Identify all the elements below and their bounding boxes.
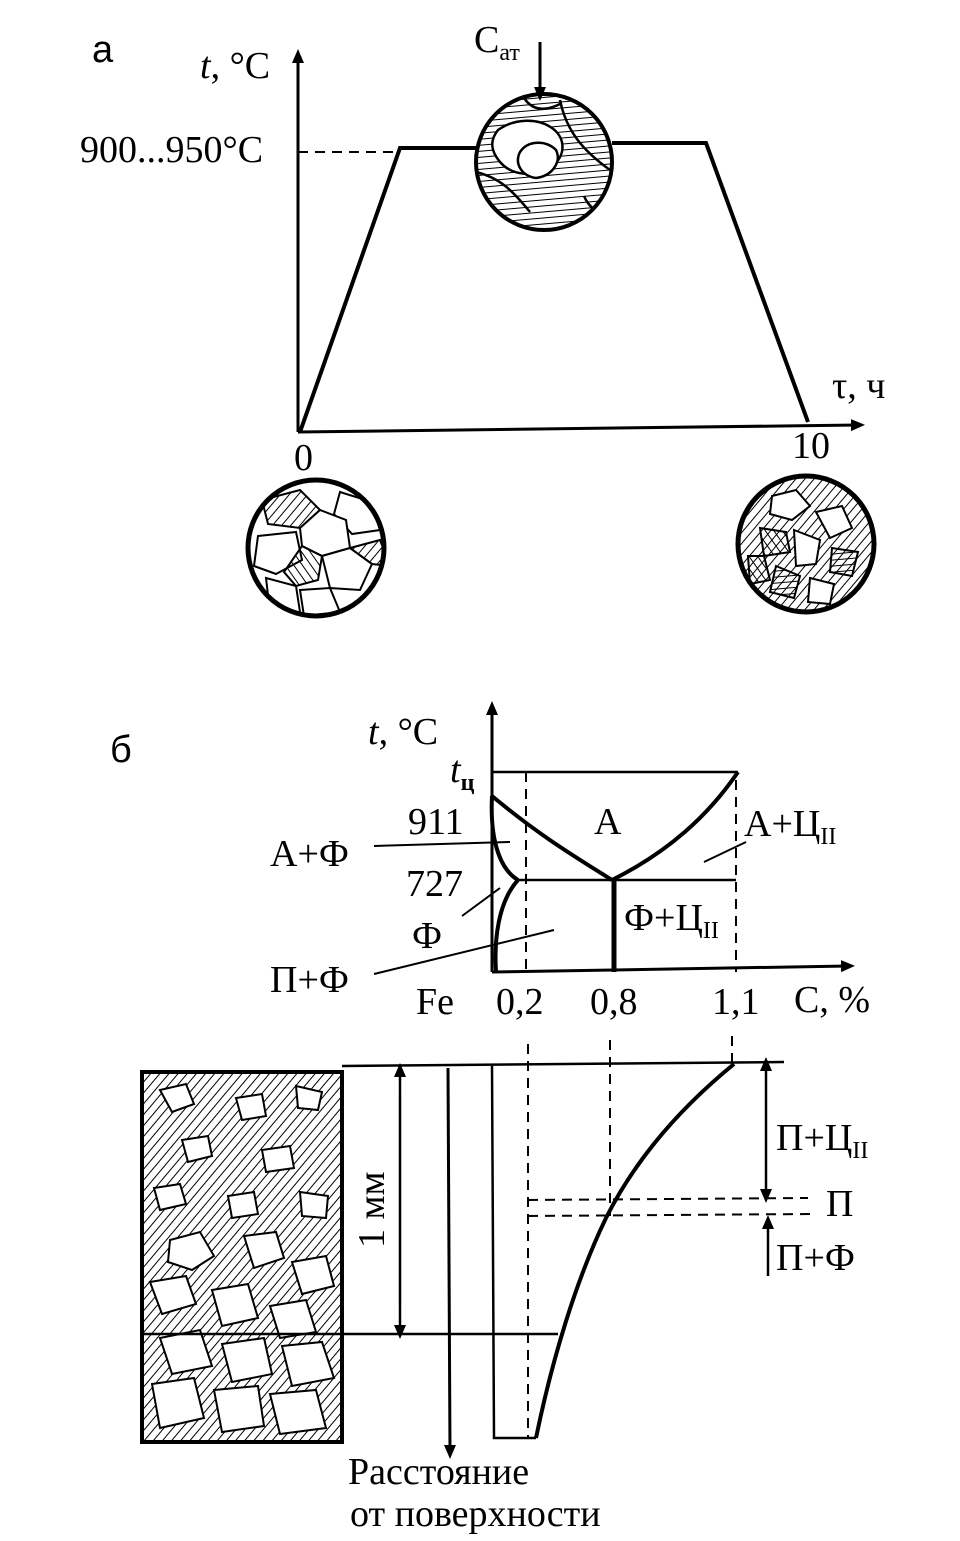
gp-line (489, 795, 520, 882)
panel-b-phase-diagram: б t, °C tц 911 727 C, % Fe 0,2 0,8 1,1 A… (110, 701, 870, 1023)
initial-structure-micrograph (245, 477, 387, 619)
austenite-micrograph (474, 92, 614, 232)
eutectoid-zone-lower (527, 1213, 811, 1217)
gs-line (490, 794, 614, 882)
heating-ramp (298, 146, 478, 433)
panel-a-x-axis (297, 419, 865, 434)
austenite-cementite-leader (703, 841, 747, 863)
carbon-08-label: 0,8 (590, 981, 638, 1023)
profile-frame (490, 1065, 536, 1440)
cooling-ramp (612, 141, 810, 423)
pearlite-ferrite-leader (373, 929, 555, 975)
thickness-label: 1 мм (351, 1171, 393, 1248)
distance-axis-label-line1: Расстояние (348, 1451, 529, 1493)
carbon-atom-label: Cат (474, 19, 520, 66)
carburized-structure-micrograph (735, 473, 877, 615)
ferrite-leader (461, 887, 501, 917)
carburizing-temperature-label: tц (450, 749, 475, 796)
pearlite-ferrite-label: П+Ф (270, 959, 349, 1001)
ferrite-label: Ф (412, 915, 442, 957)
se-line (611, 770, 740, 882)
austenite-region-label: A (594, 801, 622, 843)
panel-a-y-axis-label: t, °C (200, 45, 270, 87)
temperature-727-label: 727 (406, 863, 463, 905)
eutectoid-zone-label: П (826, 1183, 853, 1225)
panel-a: а t, °C τ, ч 900...950°C 0 10 Cат (80, 19, 885, 619)
austenite-cementite-label: A+ЦII (744, 803, 836, 850)
austenite-ferrite-leader (373, 841, 511, 847)
surface-line (341, 1060, 785, 1068)
time-end-label: 10 (792, 425, 830, 467)
carburized-layer-micrograph (140, 1070, 344, 1444)
carbon-axis-label: C, % (794, 979, 870, 1021)
time-start-label: 0 (294, 437, 313, 479)
hypereutectoid-zone-label: П+ЦII (776, 1117, 868, 1164)
carbon-11-label: 1,1 (712, 981, 760, 1023)
ferrite-cementite-label: Ф+ЦII (624, 897, 719, 944)
panel-b-x-axis (491, 960, 855, 974)
panel-b-y-axis-label: t, °C (368, 711, 438, 753)
iron-origin-label: Fe (416, 981, 454, 1023)
eutectoid-zone-upper (527, 1197, 809, 1201)
panel-a-letter: а (92, 29, 114, 71)
distance-axis (443, 1067, 456, 1459)
hold-temperature-label: 900...950°C (80, 129, 263, 171)
depth-profile: 1 мм Расстояние от поверхности П+ЦII П П… (140, 1036, 868, 1535)
panel-b-letter: б (110, 729, 132, 771)
carbon-02-label: 0,2 (496, 981, 544, 1023)
austenite-ferrite-label: A+Ф (270, 833, 349, 875)
hypoeutectoid-zone-label: П+Ф (776, 1237, 855, 1279)
carbon-concentration-curve (534, 1062, 736, 1439)
temperature-911-label: 911 (408, 801, 464, 843)
panel-a-x-axis-label: τ, ч (832, 365, 885, 407)
distance-axis-label-line2: от поверхности (350, 1493, 601, 1535)
pq-line (493, 878, 520, 973)
